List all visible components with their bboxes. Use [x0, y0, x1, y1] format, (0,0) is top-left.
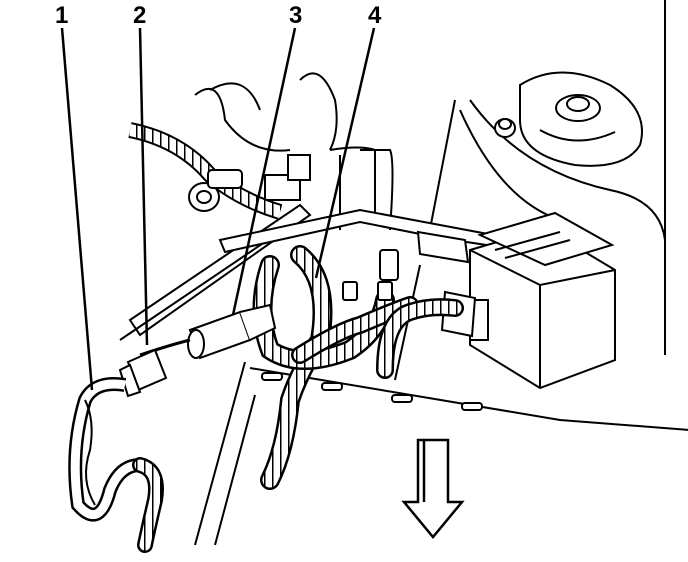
module-connector [416, 230, 477, 338]
conduit-bundle [252, 245, 464, 490]
hoses [194, 72, 394, 231]
connector-3 [187, 303, 277, 360]
callout-3: 3 [289, 2, 303, 29]
mid-connectors [342, 249, 399, 301]
leader-lines [60, 27, 376, 391]
sensor-upper [188, 169, 243, 212]
strut-mount [459, 71, 666, 241]
bolt [494, 118, 516, 138]
connector-2 [118, 348, 168, 398]
control-module [469, 211, 616, 390]
panel-slots [261, 372, 483, 411]
bracket [119, 203, 521, 341]
pigtail-wire [139, 338, 191, 357]
callout-1: 1 [55, 2, 69, 29]
callout-4: 4 [368, 2, 382, 29]
callout-2: 2 [133, 2, 147, 29]
down-arrow-icon [401, 438, 465, 539]
